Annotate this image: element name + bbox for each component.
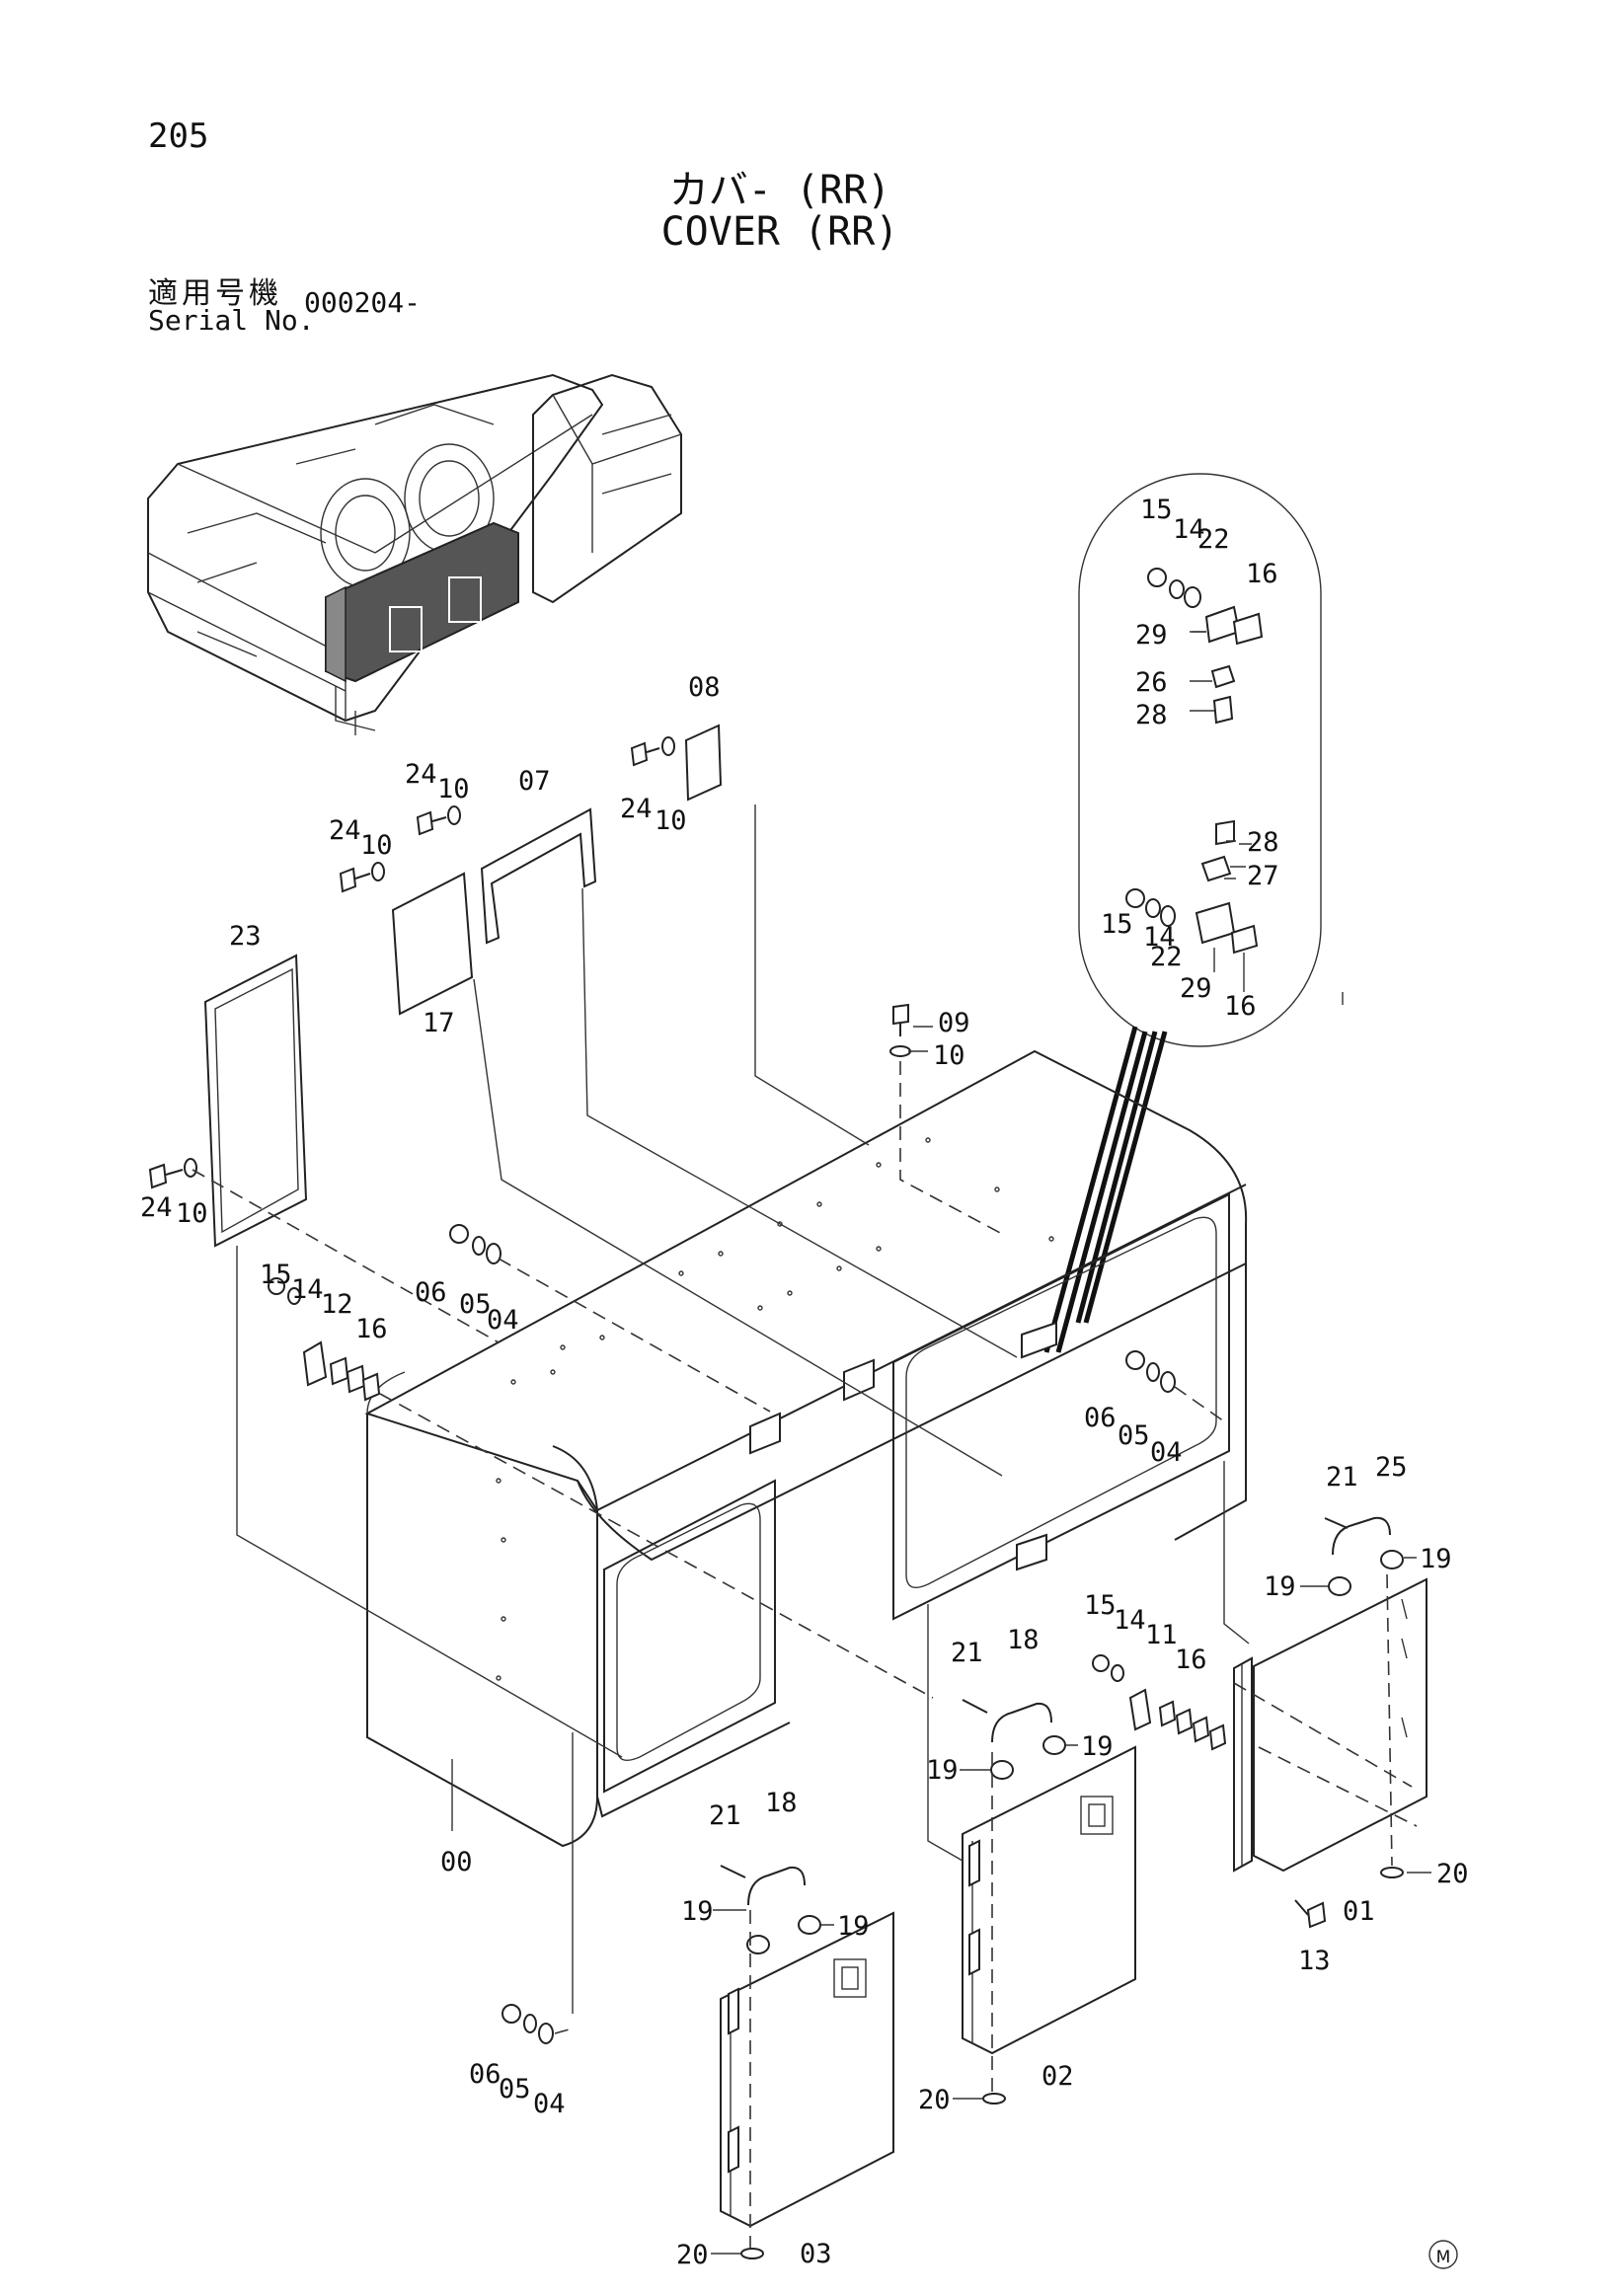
callout-05: 05 [499, 2074, 531, 2105]
callout-11: 11 [1145, 1620, 1178, 1650]
leader-lines [192, 631, 1431, 2255]
callout-10: 10 [933, 1040, 965, 1071]
callout-06: 06 [415, 1277, 447, 1308]
callout-03: 03 [800, 2239, 832, 2269]
callout-17: 17 [423, 1008, 455, 1038]
callout-21: 21 [1326, 1462, 1358, 1492]
manufacturer-mark: M [1428, 2240, 1458, 2269]
callout-16: 16 [1246, 559, 1278, 589]
bracket-07 [480, 807, 597, 945]
title-english: COVER (RR) [660, 209, 899, 255]
callout-10: 10 [176, 1198, 208, 1229]
callout-19: 19 [681, 1896, 714, 1927]
callout-19: 19 [1081, 1731, 1114, 1762]
callout-05: 05 [1118, 1420, 1150, 1451]
machine-overview-illustration [147, 373, 682, 735]
callout-16: 16 [355, 1314, 388, 1344]
callout-15: 15 [1140, 495, 1173, 525]
callout-08: 08 [688, 672, 721, 703]
callout-01: 01 [1343, 1896, 1375, 1927]
callout-16: 16 [1175, 1645, 1207, 1675]
callout-19: 19 [926, 1755, 959, 1786]
door-01 [1233, 1577, 1427, 1873]
callout-10: 10 [655, 805, 687, 836]
callout-19: 19 [1420, 1544, 1452, 1574]
hinge-detail-inset [1078, 473, 1322, 1047]
callout-06: 06 [1084, 1403, 1117, 1433]
callout-15: 15 [260, 1260, 292, 1290]
callout-28: 28 [1135, 700, 1168, 730]
callout-18: 18 [765, 1788, 798, 1818]
serial-label-japanese: 適用号機 [148, 276, 282, 311]
callout-15: 15 [1101, 909, 1133, 940]
callout-10: 10 [437, 774, 470, 804]
plate-08 [684, 724, 723, 802]
callout-16: 16 [1224, 991, 1257, 1022]
callout-07: 07 [518, 766, 551, 797]
callout-24: 24 [620, 794, 653, 824]
callout-labels: 00 01 02 03 04 05 06 04 05 06 04 05 06 0… [140, 495, 1469, 2270]
callout-21: 21 [709, 1800, 741, 1831]
callout-19: 19 [1264, 1571, 1296, 1602]
callout-24: 24 [329, 815, 361, 846]
callout-14: 14 [291, 1274, 324, 1305]
callout-19: 19 [837, 1911, 870, 1942]
manufacturer-mark-letter: M [1436, 2248, 1451, 2267]
door-02 [962, 1745, 1136, 2055]
callout-28: 28 [1247, 827, 1279, 858]
callout-23: 23 [229, 921, 262, 952]
door-03 [720, 1911, 894, 2228]
callout-22: 22 [1150, 942, 1183, 972]
callout-10: 10 [360, 830, 393, 861]
detail-inset-border [1078, 473, 1322, 1047]
callout-21: 21 [951, 1638, 983, 1668]
callout-22: 22 [1197, 524, 1230, 555]
handle-25 [1332, 1516, 1391, 1556]
callout-15: 15 [1084, 1590, 1117, 1621]
callout-04: 04 [1150, 1437, 1183, 1468]
callout-20: 20 [918, 2085, 951, 2115]
callout-13: 13 [1298, 1946, 1331, 1976]
handle-18-lower [747, 1866, 806, 1906]
callout-20: 20 [1436, 1859, 1469, 1889]
callout-02: 02 [1041, 2061, 1074, 2092]
callout-26: 26 [1135, 667, 1168, 698]
handle-18-upper [991, 1702, 1052, 1743]
callout-04: 04 [487, 1305, 519, 1336]
panel-17 [391, 872, 474, 1016]
callout-27: 27 [1247, 861, 1279, 891]
callout-05: 05 [459, 1289, 492, 1320]
callout-24: 24 [140, 1192, 173, 1223]
callout-29: 29 [1135, 620, 1168, 651]
inset-pointer [1043, 1026, 1168, 1353]
main-cover-body [364, 1049, 1248, 1848]
callout-24: 24 [405, 759, 437, 790]
callout-14: 14 [1114, 1605, 1146, 1636]
panel-23 [203, 954, 308, 1248]
callout-18: 18 [1007, 1625, 1040, 1655]
fasteners [148, 736, 1404, 2259]
page-number: 205 [148, 116, 209, 156]
callout-14: 14 [1143, 922, 1176, 953]
callout-12: 12 [321, 1289, 353, 1320]
title-japanese: カバ- (RR) [668, 168, 891, 213]
callout-09: 09 [938, 1008, 970, 1038]
callout-06: 06 [469, 2059, 501, 2090]
callout-25: 25 [1375, 1452, 1408, 1483]
highlighted-cover-area [325, 521, 519, 683]
callout-20: 20 [676, 2240, 709, 2270]
callout-14: 14 [1173, 514, 1205, 545]
callout-04: 04 [533, 2089, 566, 2119]
callout-29: 29 [1180, 973, 1212, 1004]
serial-label-english: Serial No. [148, 304, 315, 337]
serial-number-value: 000204- [304, 286, 422, 319]
callout-00: 00 [440, 1847, 473, 1877]
